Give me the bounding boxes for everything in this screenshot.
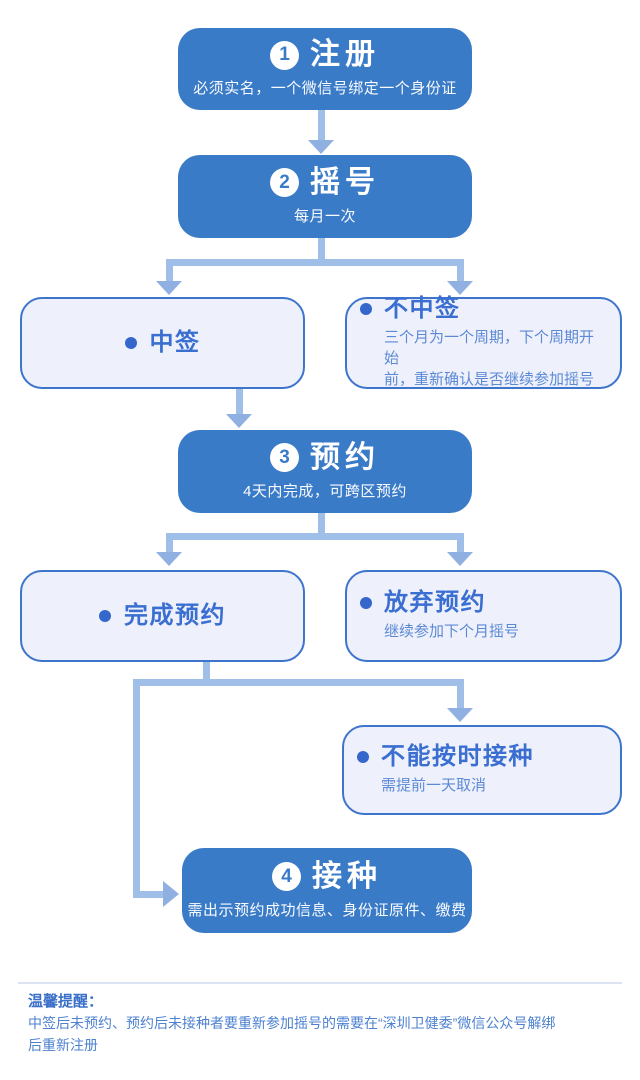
option-lose-title: 不中签 <box>384 295 461 322</box>
option-win-title: 中签 <box>149 329 201 356</box>
option-giveup-subtitle: 继续参加下个月摇号 <box>384 623 520 640</box>
option-cannot-subtitle: 需提前一天取消 <box>381 777 487 794</box>
arrowhead-into-win <box>156 281 182 295</box>
option-cannot-title: 不能按时接种 <box>381 743 534 770</box>
stage-lottery-title: 摇号 <box>310 165 380 199</box>
connector-complete-right-drop <box>457 686 464 709</box>
complete-bullet-icon <box>99 610 111 622</box>
footer-body: 中签后未预约、预约后未接种者要重新参加摇号的需要在“深圳卫健委”微信公众号解绑后… <box>28 1015 556 1054</box>
connector-reserve-left-drop <box>166 540 173 553</box>
stage-reserve-header: 3 预约 <box>270 440 380 474</box>
connector-lottery-left-drop <box>166 266 173 282</box>
arrowhead-into-lose <box>447 281 473 295</box>
connector-lottery-branch-bar <box>166 259 464 266</box>
cannot-bullet-icon <box>357 751 369 763</box>
option-lose: 不中签 三个月为一个周期，下个周期开始 前，重新确认是否继续参加摇号 <box>345 294 622 390</box>
connector-complete-stub <box>203 662 210 680</box>
connector-lottery-stub <box>318 238 325 260</box>
stage-reserve-subtitle: 4天内完成，可跨区预约 <box>243 482 407 500</box>
connector-complete-left-drop <box>133 686 140 898</box>
option-giveup-title: 放弃预约 <box>384 589 486 616</box>
stage-vaccinate-subtitle: 需出示预约成功信息、身份证原件、缴费 <box>187 901 467 919</box>
stage-lottery-header: 2 摇号 <box>270 165 380 199</box>
option-lose-subtitle-line2: 前，重新确认是否继续参加摇号 <box>384 371 595 388</box>
stage-lottery-subtitle: 每月一次 <box>293 207 356 225</box>
connector-reserve-stub <box>318 513 325 534</box>
option-lose-subtitle-line1: 三个月为一个周期，下个周期开始 <box>384 329 595 367</box>
stage-lottery: 2 摇号 每月一次 <box>178 155 472 238</box>
connector-register-lottery-line <box>318 110 325 141</box>
option-giveup-header: 放弃预约 <box>360 588 606 618</box>
arrowhead-into-complete <box>156 552 182 566</box>
option-lose-subtitle: 三个月为一个周期，下个周期开始 前，重新确认是否继续参加摇号 <box>384 327 606 390</box>
connector-complete-branch-bar <box>133 679 464 686</box>
stage-register-title: 注册 <box>310 38 380 71</box>
connector-elbow-to-vaccinate <box>133 891 163 898</box>
stage-register-subtitle: 必须实名，一个微信号绑定一个身份证 <box>193 80 457 97</box>
connector-lottery-right-drop <box>457 266 464 282</box>
stage-reserve-title: 预约 <box>310 440 380 474</box>
arrowhead-into-reserve <box>226 414 252 428</box>
option-lose-header: 不中签 <box>360 294 606 324</box>
arrowhead-into-cannot <box>447 708 473 722</box>
stage-register-header: 1 注册 <box>270 40 380 70</box>
stage-vaccinate-header: 4 接种 <box>272 859 382 893</box>
step-2-badge: 2 <box>270 168 299 197</box>
lose-bullet-icon <box>360 303 372 315</box>
arrowhead-into-giveup <box>447 552 473 566</box>
connector-reserve-right-drop <box>457 540 464 553</box>
footer-divider <box>18 982 622 984</box>
option-giveup: 放弃预约 继续参加下个月摇号 <box>345 570 622 662</box>
stage-register: 1 注册 必须实名，一个微信号绑定一个身份证 <box>178 28 472 110</box>
step-1-badge: 1 <box>270 40 299 70</box>
option-cannot: 不能按时接种 需提前一天取消 <box>342 725 622 815</box>
arrowhead-into-vaccinate <box>163 881 179 907</box>
arrowhead-into-lottery <box>308 140 334 154</box>
step-3-badge: 3 <box>270 443 299 472</box>
option-complete: 完成预约 <box>20 570 305 662</box>
stage-vaccinate: 4 接种 需出示预约成功信息、身份证原件、缴费 <box>182 848 472 933</box>
win-bullet-icon <box>124 337 137 349</box>
stage-reserve: 3 预约 4天内完成，可跨区预约 <box>178 430 472 513</box>
option-cannot-header: 不能按时接种 <box>357 742 606 772</box>
connector-win-reserve-line <box>236 389 243 415</box>
connector-reserve-branch-bar <box>166 533 464 540</box>
option-complete-title: 完成预约 <box>124 602 226 629</box>
giveup-bullet-icon <box>360 597 372 609</box>
step-4-badge: 4 <box>272 862 301 891</box>
stage-vaccinate-title: 接种 <box>312 859 382 893</box>
option-win: 中签 <box>20 297 305 389</box>
footer-heading: 温馨提醒： <box>28 993 104 1010</box>
